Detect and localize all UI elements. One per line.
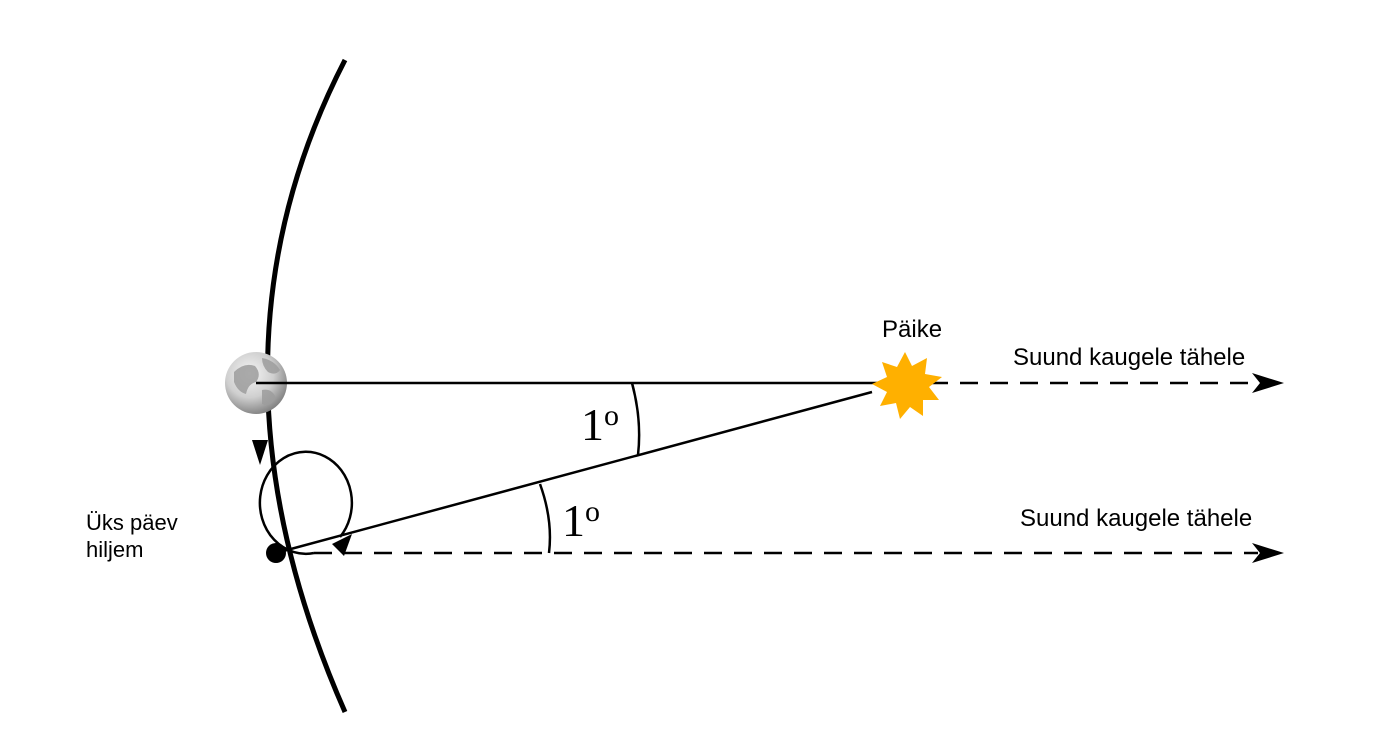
svg-text:o: o bbox=[585, 495, 600, 528]
svg-text:1: 1 bbox=[562, 495, 585, 546]
svg-text:o: o bbox=[604, 399, 619, 432]
sun-star-icon bbox=[872, 352, 942, 419]
earth-later-sun-line bbox=[275, 390, 873, 555]
orbit-direction-arrowhead bbox=[252, 440, 268, 465]
angle-label-lower: 1 o bbox=[562, 495, 600, 546]
svg-text:1: 1 bbox=[581, 399, 604, 450]
one-day-later-label-line1: Üks päev bbox=[86, 510, 178, 535]
sun-label: Päike bbox=[882, 316, 942, 343]
star-direction-arrowhead-bottom bbox=[1252, 543, 1284, 563]
angle-label-upper: 1 o bbox=[581, 399, 619, 450]
rotation-arrowhead bbox=[332, 534, 352, 556]
angle-arc-lower bbox=[538, 483, 552, 554]
earth-later-dot bbox=[266, 543, 286, 563]
star-direction-label-bottom: Suund kaugele tähele bbox=[1020, 505, 1252, 532]
angle-arc-upper bbox=[630, 382, 641, 456]
rotation-circle bbox=[258, 450, 354, 555]
star-direction-arrowhead-top bbox=[1252, 373, 1284, 393]
star-direction-label-top: Suund kaugele tähele bbox=[1013, 344, 1245, 371]
one-day-later-label-line2: hiljem bbox=[86, 537, 143, 562]
